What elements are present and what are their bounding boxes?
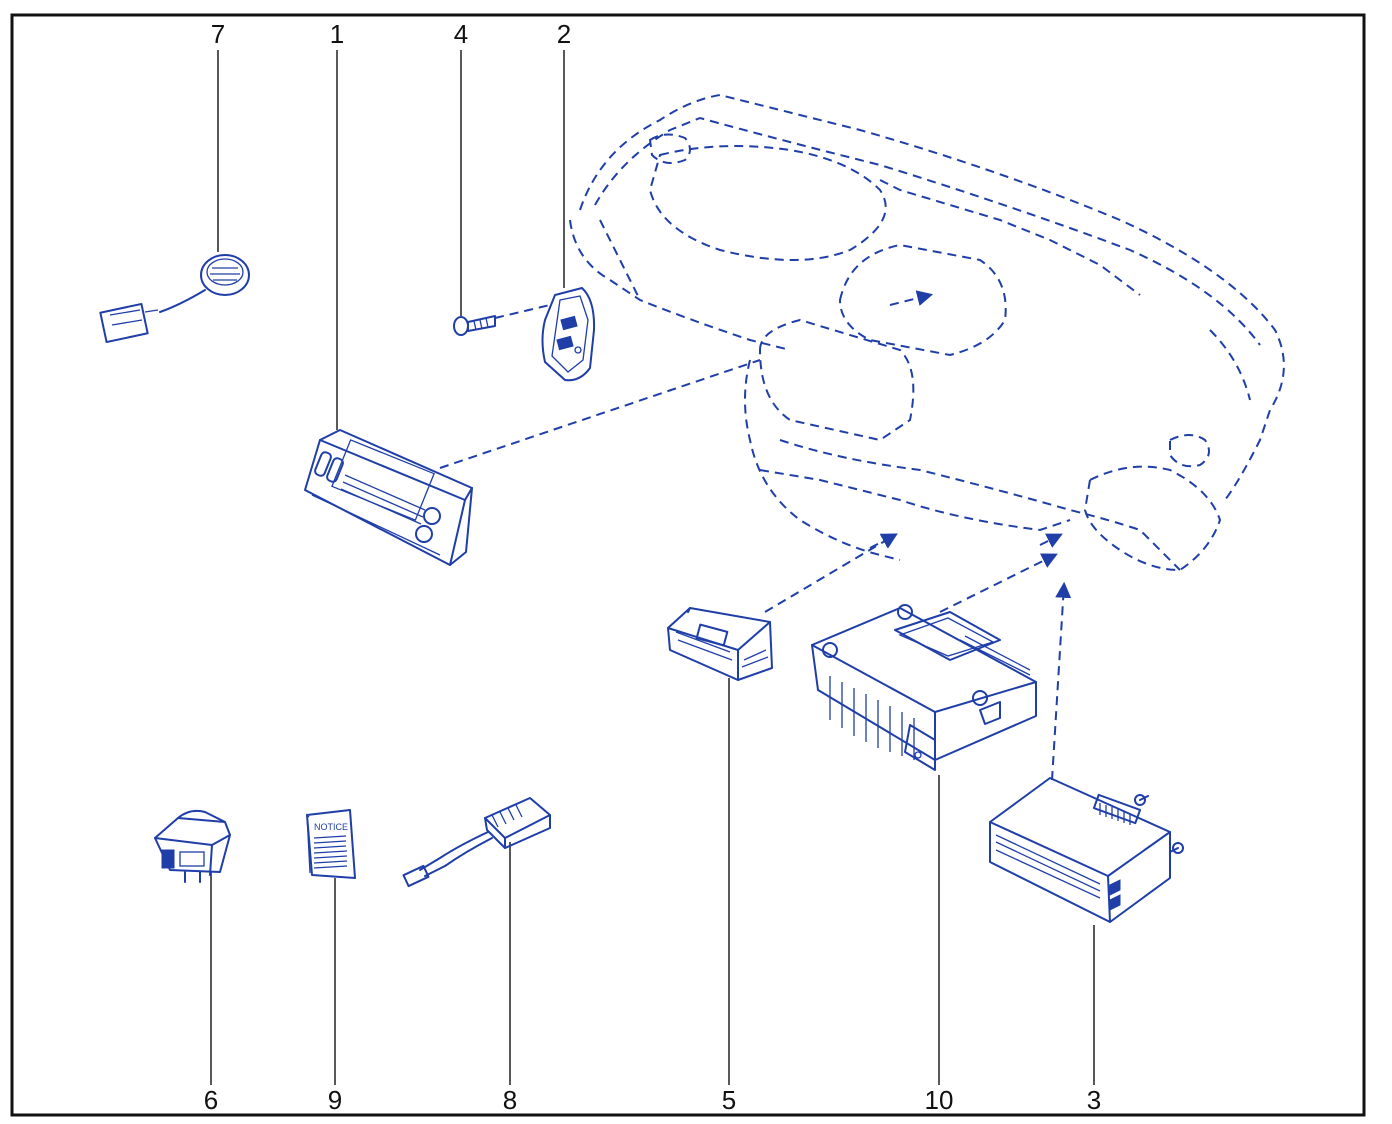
callout-1: 1 [330,19,344,49]
assembly-path-10 [939,553,1058,613]
part-10-amplifier [811,604,1037,771]
part-1-control-panel [304,429,473,566]
dashboard-outline [569,93,1285,572]
assembly-path-3 [1051,581,1072,781]
part-3-radio-unit [989,777,1184,923]
assembly-path-5 [764,533,898,613]
callout-8: 8 [503,1085,517,1115]
callout-4: 4 [454,19,468,49]
assembly-path-4 [494,304,551,319]
part-5-module [667,607,773,681]
diagram-frame [10,13,1366,1117]
callout-6: 6 [204,1085,218,1115]
callout-5: 5 [722,1085,736,1115]
callout-7: 7 [211,19,225,49]
callout-9: 9 [328,1085,342,1115]
callout-2: 2 [557,19,571,49]
assembly-path-1 [439,359,761,469]
part-9-notice-booklet: NOTICE [306,809,356,879]
part-2-switch [541,287,596,382]
part-6-connector [154,809,231,883]
notice-label: NOTICE [314,822,348,832]
part-8-cable [402,797,551,888]
callout-3: 3 [1087,1085,1101,1115]
part-7-speaker [99,254,250,344]
callout-10: 10 [925,1085,954,1115]
part-4-screw [453,315,496,336]
